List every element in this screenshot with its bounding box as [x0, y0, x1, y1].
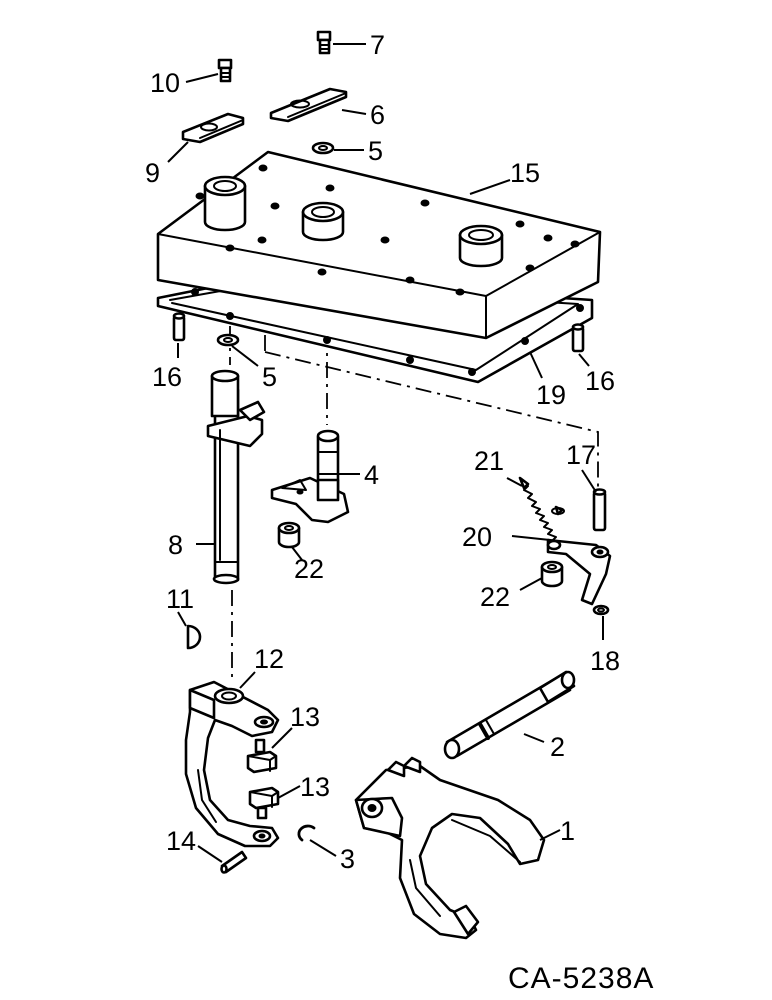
shift-fork-right: [354, 756, 546, 940]
callout-12: 12: [254, 644, 284, 674]
cover-bolt-holes: [195, 164, 580, 296]
fork-shoe-lower: [248, 786, 280, 820]
callout-4: 4: [364, 460, 379, 490]
fork-shoe-upper: [246, 738, 278, 774]
retaining-clip: [297, 824, 316, 842]
callout-6: 6: [370, 100, 385, 130]
callout-2: 2: [550, 732, 565, 762]
cover-bosses: [203, 175, 504, 268]
bushing-left: [277, 521, 301, 549]
cover-plate: [156, 150, 602, 340]
snap-ring: [592, 604, 610, 616]
callout-16-right: 16: [585, 366, 615, 396]
detent-pin: [592, 488, 607, 532]
callout-20: 20: [462, 522, 492, 552]
callout-13-upper: 13: [290, 702, 320, 732]
callout-5-lower: 5: [262, 362, 277, 392]
callout-21: 21: [474, 446, 504, 476]
callout-13-lower: 13: [300, 772, 330, 802]
callout-15: 15: [510, 158, 540, 188]
callout-5-top: 5: [368, 136, 383, 166]
shift-rail-lever: [206, 369, 266, 585]
callout-labels: 7 10 6 5 9 15 16 5 16 19 4 21 17 20 8 22…: [145, 30, 620, 874]
callout-7: 7: [370, 30, 385, 60]
lock-plate-short: [181, 112, 245, 144]
bushing-right: [540, 560, 564, 588]
lock-plate-long: [269, 87, 348, 123]
callout-19: 19: [536, 380, 566, 410]
callout-10: 10: [150, 68, 180, 98]
shift-fork-left: [184, 680, 280, 848]
callout-1: 1: [560, 816, 575, 846]
screw-top: [316, 30, 332, 55]
dowel-pin-left: [172, 312, 186, 342]
shaft-lever: [270, 429, 350, 524]
callout-18: 18: [590, 646, 620, 676]
callout-3: 3: [340, 844, 355, 874]
callout-16-left: 16: [152, 362, 182, 392]
callout-17: 17: [566, 440, 596, 470]
leader-lines: [167, 43, 604, 863]
callout-22-right: 22: [480, 582, 510, 612]
washer-lower: [216, 333, 240, 347]
spring: [518, 476, 565, 545]
callout-8: 8: [168, 530, 183, 560]
interlock-lever: [546, 538, 612, 606]
callout-22-left: 22: [294, 554, 324, 584]
dowel-pin-right: [571, 323, 585, 353]
woodruff-key: [186, 624, 202, 650]
callout-14: 14: [166, 826, 196, 856]
washer-top: [311, 141, 335, 155]
screw-left: [217, 58, 233, 83]
callout-9: 9: [145, 158, 160, 188]
callout-11: 11: [166, 584, 194, 614]
drawing-code: CA-5238A: [508, 962, 654, 995]
roll-pin: [220, 850, 248, 874]
shift-shaft: [443, 670, 576, 760]
